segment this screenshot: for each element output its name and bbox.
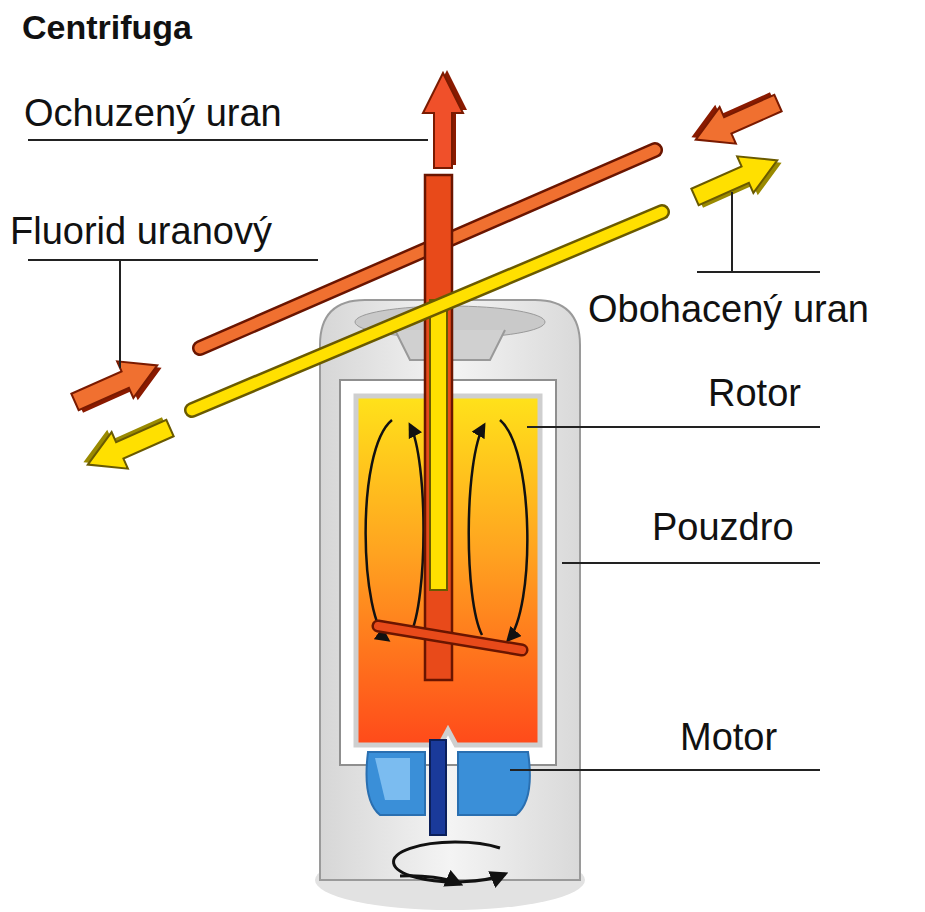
motor-highlight bbox=[375, 758, 410, 800]
flow-loop bbox=[366, 420, 392, 640]
leader-line bbox=[697, 192, 820, 272]
enriched-tube bbox=[430, 300, 447, 590]
rotation-arrow bbox=[400, 876, 460, 884]
motor-stator bbox=[367, 752, 426, 815]
scoop bbox=[378, 626, 522, 650]
part-label: Rotor bbox=[708, 372, 801, 416]
part-label: Fluorid uranový bbox=[10, 210, 272, 254]
scoop bbox=[378, 626, 522, 650]
flow-arrow bbox=[423, 70, 467, 168]
part-label: Pouzdro bbox=[652, 506, 794, 550]
flow-arrow bbox=[687, 141, 790, 219]
central-tube bbox=[425, 175, 452, 680]
part-label: Motor bbox=[680, 716, 777, 760]
flow-arrow bbox=[75, 406, 178, 484]
leader-line bbox=[28, 260, 318, 368]
leader-line bbox=[28, 139, 428, 141]
motor-shaft bbox=[430, 740, 446, 835]
leader-line bbox=[562, 562, 820, 564]
flow-arrow bbox=[683, 81, 786, 159]
part-label: Obohacený uran bbox=[588, 288, 869, 332]
motor-stator bbox=[458, 752, 530, 815]
flow-arrow bbox=[67, 346, 170, 424]
part-label: Ochuzený uran bbox=[24, 92, 282, 136]
leader-line bbox=[527, 426, 820, 428]
leader-line bbox=[510, 769, 820, 771]
flow-loop bbox=[500, 420, 527, 640]
flow-loop bbox=[469, 425, 484, 635]
flow-loop bbox=[410, 425, 424, 635]
diagram-title: Centrifuga bbox=[22, 8, 192, 47]
